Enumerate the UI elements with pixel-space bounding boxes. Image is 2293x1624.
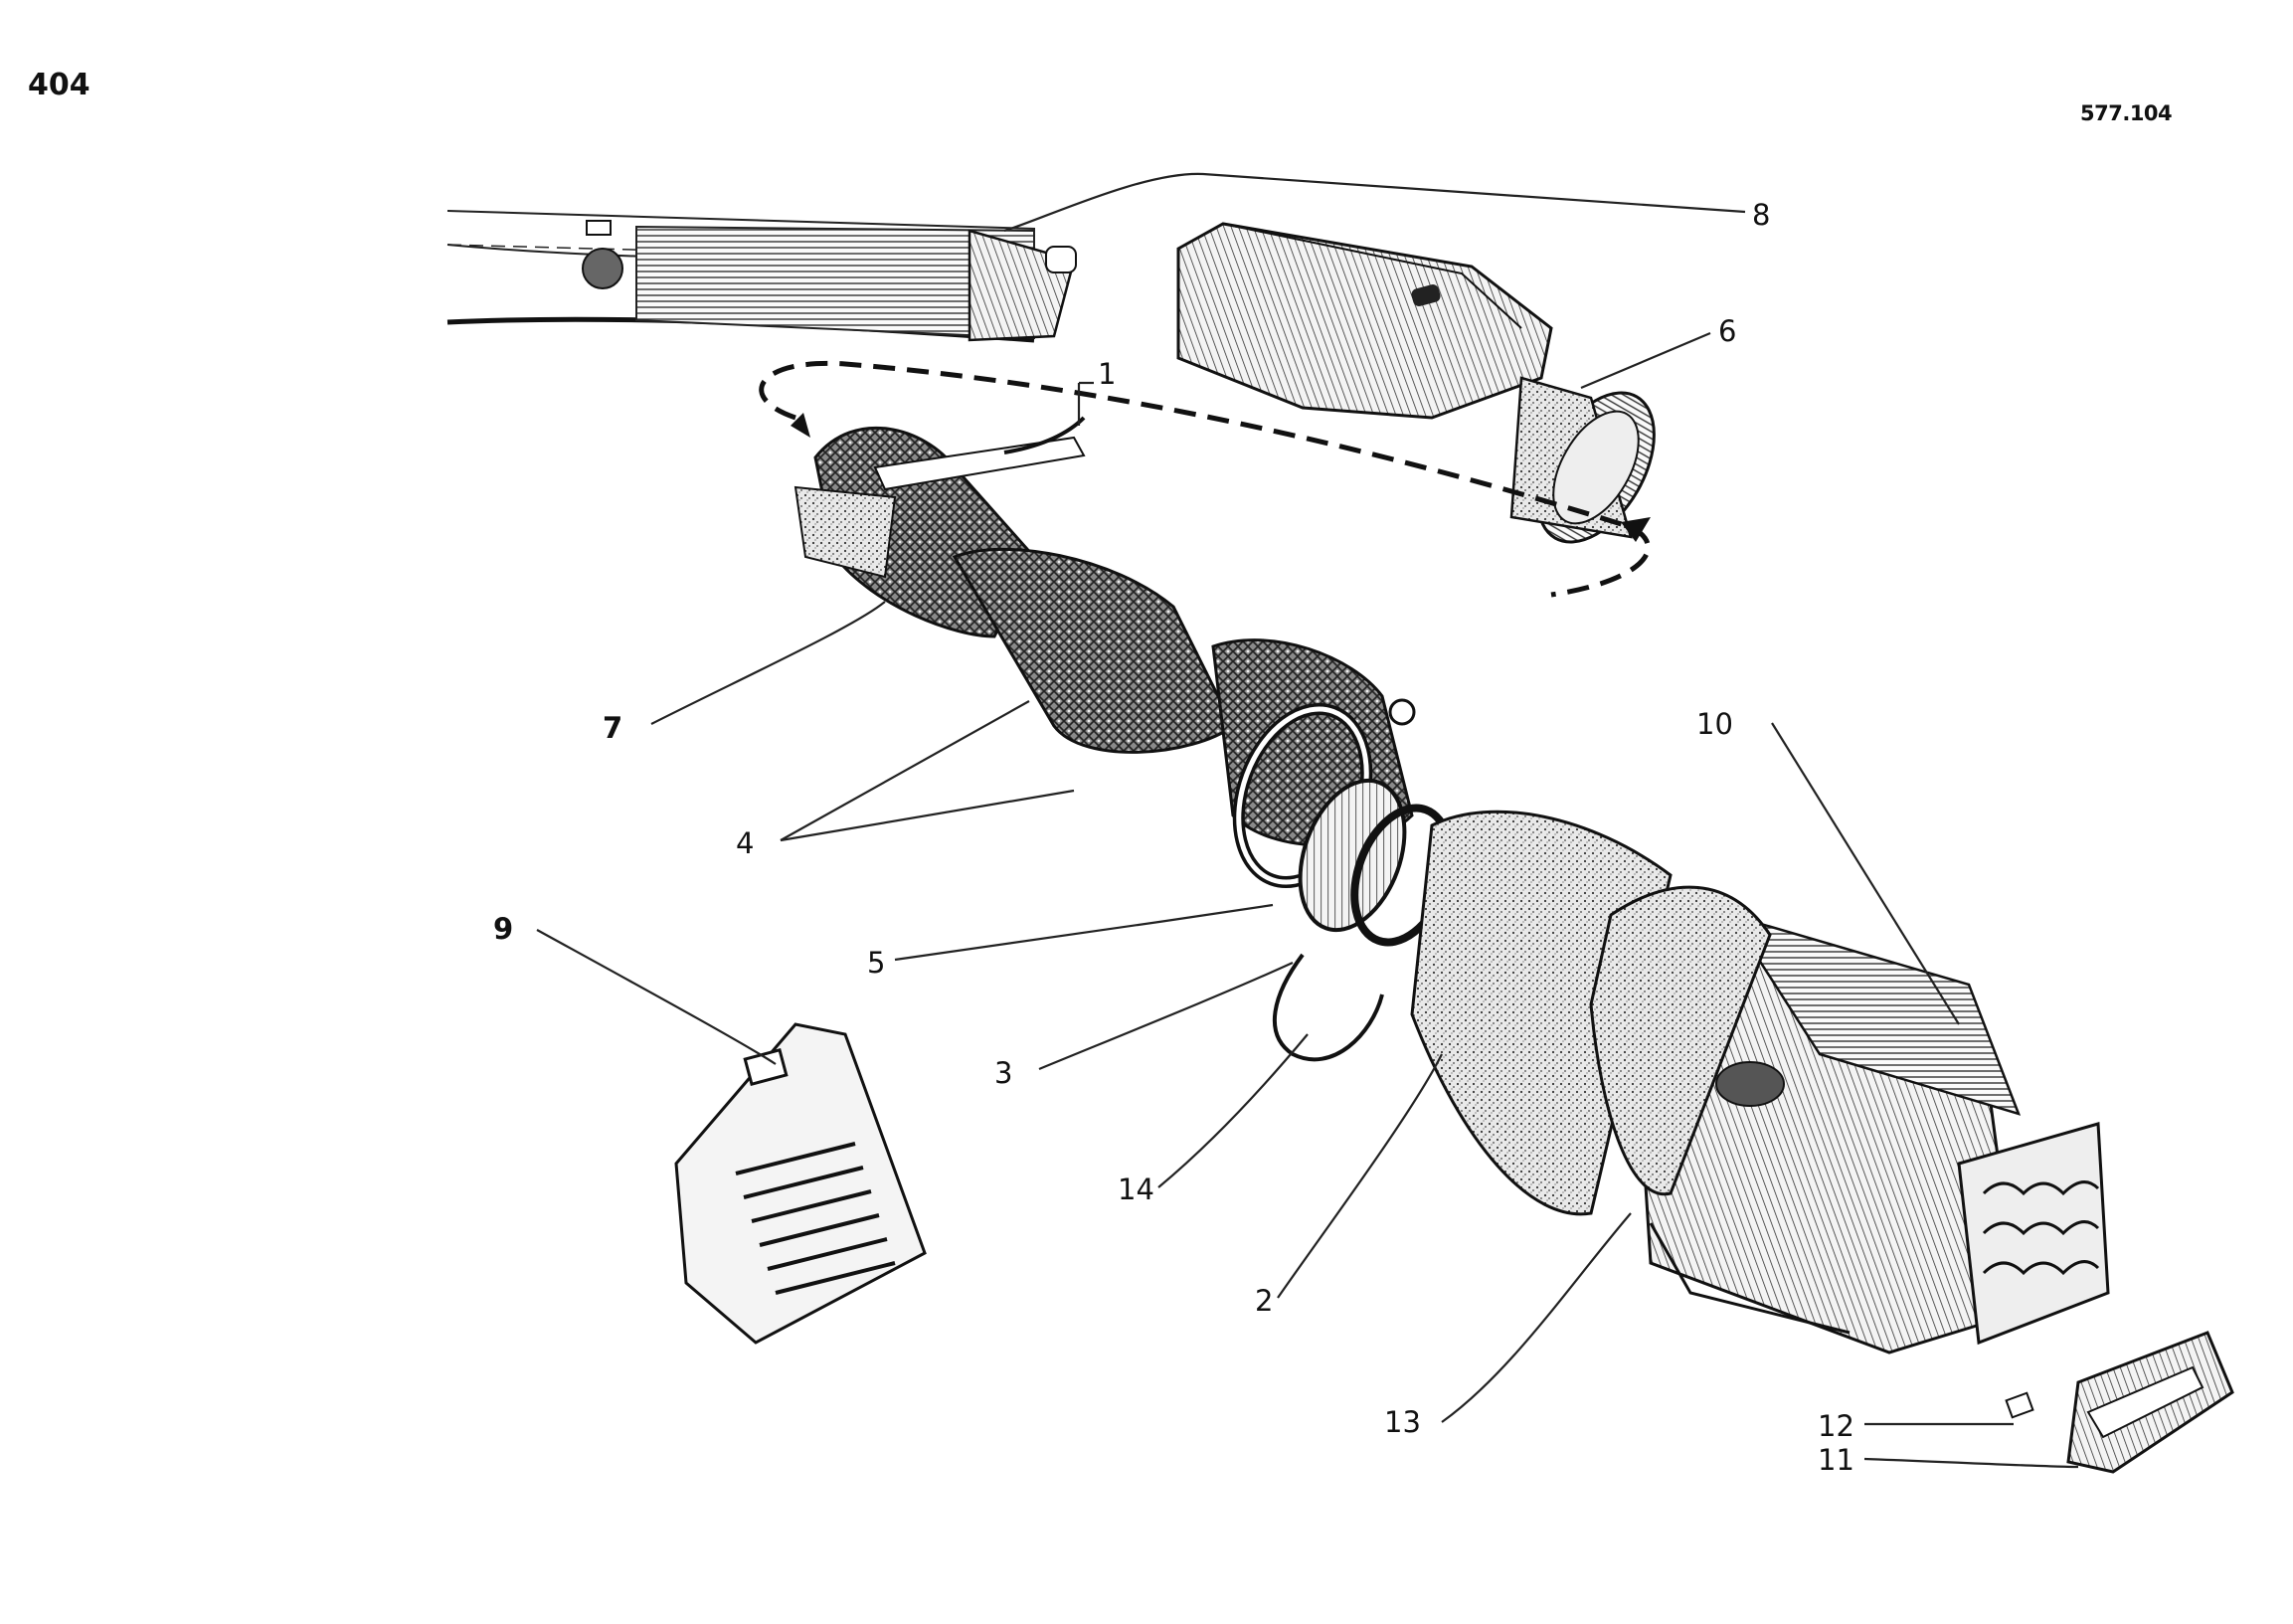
leader-lines [536, 172, 2079, 1469]
callout-8: 8 [1752, 198, 1770, 232]
callout-1: 1 [1098, 357, 1116, 391]
callout-4: 4 [736, 826, 754, 860]
callout-10: 10 [1696, 707, 1733, 741]
callout-9: 9 [493, 912, 513, 946]
rotation-indicator [759, 360, 1651, 598]
rubber-connector-part [1410, 810, 1673, 1216]
grille-cover-part [674, 1022, 927, 1345]
callout-2: 2 [1255, 1284, 1273, 1318]
hose-clips [1003, 416, 1384, 1062]
flexible-hose-assembly [794, 426, 1414, 847]
callout-14: 14 [1118, 1173, 1154, 1206]
drawing-number: 577.104 [2080, 101, 2173, 125]
chassis-rail-part [446, 210, 1077, 343]
callout-6: 6 [1718, 314, 1736, 348]
outlet-frame-part [2005, 1331, 2234, 1474]
heater-box-part [1589, 885, 2110, 1354]
callout-13: 13 [1384, 1405, 1421, 1439]
callout-3: 3 [994, 1056, 1012, 1090]
page-number: 404 [28, 68, 90, 102]
callout-11: 11 [1818, 1443, 1854, 1477]
heater-outlet-part [1176, 222, 1656, 544]
callout-labels: 1 2 3 4 5 6 7 8 9 10 11 12 13 14 [493, 198, 1854, 1477]
callout-5: 5 [867, 946, 885, 980]
callout-7: 7 [603, 711, 622, 745]
callout-12: 12 [1818, 1409, 1854, 1443]
